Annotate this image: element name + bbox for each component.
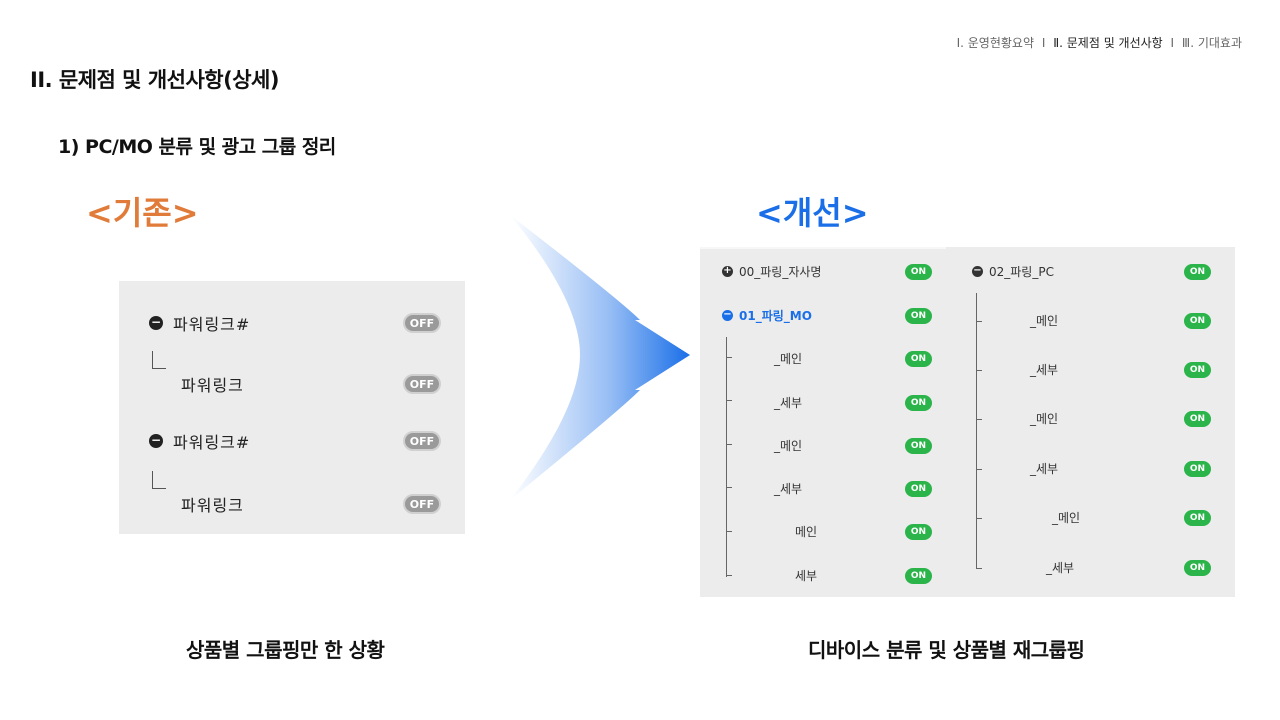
adgroup-row[interactable]: 파워링크 OFF [119, 369, 465, 399]
section-subtitle: 1) PC/MO 분류 및 광고 그룹 정리 [58, 136, 336, 158]
expand-icon[interactable]: + [722, 264, 733, 277]
campaign-name: 00_파링_자사명 [739, 264, 822, 279]
before-campaign-panel: − 파워링크# OFF 파워링크 OFF − 파워링크# OFF 파워링크 OF… [119, 281, 465, 534]
breadcrumb: Ⅰ. 운영현황요약 I Ⅱ. 문제점 및 개선사항 I Ⅲ. 기대효과 [955, 34, 1244, 51]
toggle-on-switch[interactable]: ON [1184, 461, 1211, 477]
collapse-icon[interactable]: − [149, 433, 163, 448]
campaign-row[interactable]: − 02_파링_PC [972, 261, 1054, 281]
adgroup-name: 파워링크 [181, 376, 244, 395]
tree-tick [726, 357, 732, 358]
breadcrumb-item-effects[interactable]: Ⅲ. 기대효과 [1181, 36, 1242, 50]
collapse-icon[interactable]: − [722, 308, 733, 321]
tree-tick [976, 469, 982, 470]
adgroup-name: 파워링크 [181, 496, 244, 515]
tree-connector [152, 471, 166, 489]
toggle-on-switch[interactable]: ON [1184, 560, 1211, 576]
after-caption: 디바이스 분류 및 상품별 재그룹핑 [808, 638, 1085, 662]
after-campaign-panel: + 00_파링_자사명 ON − 01_파링_MO ON _메인 ON _세부 … [700, 247, 1235, 597]
adgroup-row[interactable]: 메인 [795, 521, 817, 541]
toggle-on-switch[interactable]: ON [1184, 362, 1211, 378]
toggle-on-switch[interactable]: ON [1184, 264, 1211, 280]
breadcrumb-item-summary[interactable]: Ⅰ. 운영현황요약 [956, 36, 1035, 50]
adgroup-name: _세부 [1046, 560, 1075, 575]
adgroup-row[interactable]: 파워링크 OFF [119, 489, 465, 519]
adgroup-row[interactable]: 세부 [795, 565, 817, 585]
tree-tick [726, 444, 732, 445]
tree-connector [726, 337, 727, 577]
campaign-row[interactable]: + 00_파링_자사명 [722, 261, 821, 281]
adgroup-name: _메인 [1052, 510, 1081, 525]
adgroup-name: 세부 [795, 568, 818, 583]
collapse-icon[interactable]: − [149, 315, 163, 330]
breadcrumb-separator: I [1041, 36, 1046, 50]
tree-tick [726, 531, 732, 532]
toggle-off-switch[interactable]: OFF [403, 374, 441, 394]
adgroup-name: _세부 [774, 395, 803, 410]
adgroup-row[interactable]: _세부 [774, 478, 802, 498]
adgroup-name: _메인 [774, 351, 803, 366]
tree-tick [726, 487, 732, 488]
adgroup-name: _세부 [774, 481, 803, 496]
campaign-row[interactable]: − 파워링크# OFF [119, 426, 465, 456]
before-label: <기존> [86, 194, 199, 232]
adgroup-name: _메인 [1030, 411, 1059, 426]
after-label: <개선> [756, 194, 869, 232]
campaign-row[interactable]: − 파워링크# OFF [119, 308, 465, 338]
adgroup-name: _메인 [774, 438, 803, 453]
toggle-on-switch[interactable]: ON [905, 351, 932, 367]
tree-connector [152, 351, 166, 369]
adgroup-row[interactable]: _메인 [1052, 507, 1080, 527]
collapse-icon[interactable]: − [972, 264, 983, 277]
toggle-off-switch[interactable]: OFF [403, 313, 441, 333]
campaign-row[interactable]: − 01_파링_MO [722, 305, 812, 325]
adgroup-row[interactable]: _메인 [1030, 408, 1058, 428]
campaign-name: 파워링크# [173, 433, 251, 452]
tree-connector [976, 293, 977, 569]
adgroup-row[interactable]: _세부 [1030, 359, 1058, 379]
toggle-on-switch[interactable]: ON [1184, 411, 1211, 427]
toggle-on-switch[interactable]: ON [905, 438, 932, 454]
tree-tick [976, 518, 982, 519]
adgroup-row[interactable]: _메인 [1030, 310, 1058, 330]
breadcrumb-item-issues[interactable]: Ⅱ. 문제점 및 개선사항 [1053, 36, 1163, 50]
toggle-off-switch[interactable]: OFF [403, 431, 441, 451]
tree-tick [726, 400, 732, 401]
tree-tick [976, 568, 982, 569]
before-caption: 상품별 그룹핑만 한 상황 [186, 638, 385, 662]
toggle-on-switch[interactable]: ON [905, 264, 932, 280]
adgroup-row[interactable]: _메인 [774, 435, 802, 455]
toggle-on-switch[interactable]: ON [1184, 510, 1211, 526]
toggle-on-switch[interactable]: ON [905, 568, 932, 584]
toggle-on-switch[interactable]: ON [905, 308, 932, 324]
adgroup-name: 메인 [795, 524, 818, 539]
tree-tick [976, 321, 982, 322]
campaign-name: 01_파링_MO [739, 308, 812, 323]
toggle-on-switch[interactable]: ON [905, 395, 932, 411]
toggle-on-switch[interactable]: ON [905, 481, 932, 497]
campaign-name: 02_파링_PC [989, 264, 1054, 279]
adgroup-row[interactable]: _세부 [774, 392, 802, 412]
breadcrumb-separator: I [1170, 36, 1175, 50]
adgroup-row[interactable]: _메인 [774, 348, 802, 368]
adgroup-name: _메인 [1030, 313, 1059, 328]
toggle-off-switch[interactable]: OFF [403, 494, 441, 514]
tree-tick [976, 419, 982, 420]
adgroup-name: _세부 [1030, 362, 1059, 377]
adgroup-row[interactable]: _세부 [1046, 557, 1074, 577]
tree-tick [726, 575, 732, 576]
panel-divider [700, 247, 946, 249]
tree-tick [976, 370, 982, 371]
adgroup-name: _세부 [1030, 461, 1059, 476]
transition-arrow-icon [510, 215, 690, 500]
toggle-on-switch[interactable]: ON [1184, 313, 1211, 329]
page-title: II. 문제점 및 개선사항(상세) [30, 68, 279, 92]
adgroup-row[interactable]: _세부 [1030, 458, 1058, 478]
campaign-name: 파워링크# [173, 315, 251, 334]
toggle-on-switch[interactable]: ON [905, 524, 932, 540]
